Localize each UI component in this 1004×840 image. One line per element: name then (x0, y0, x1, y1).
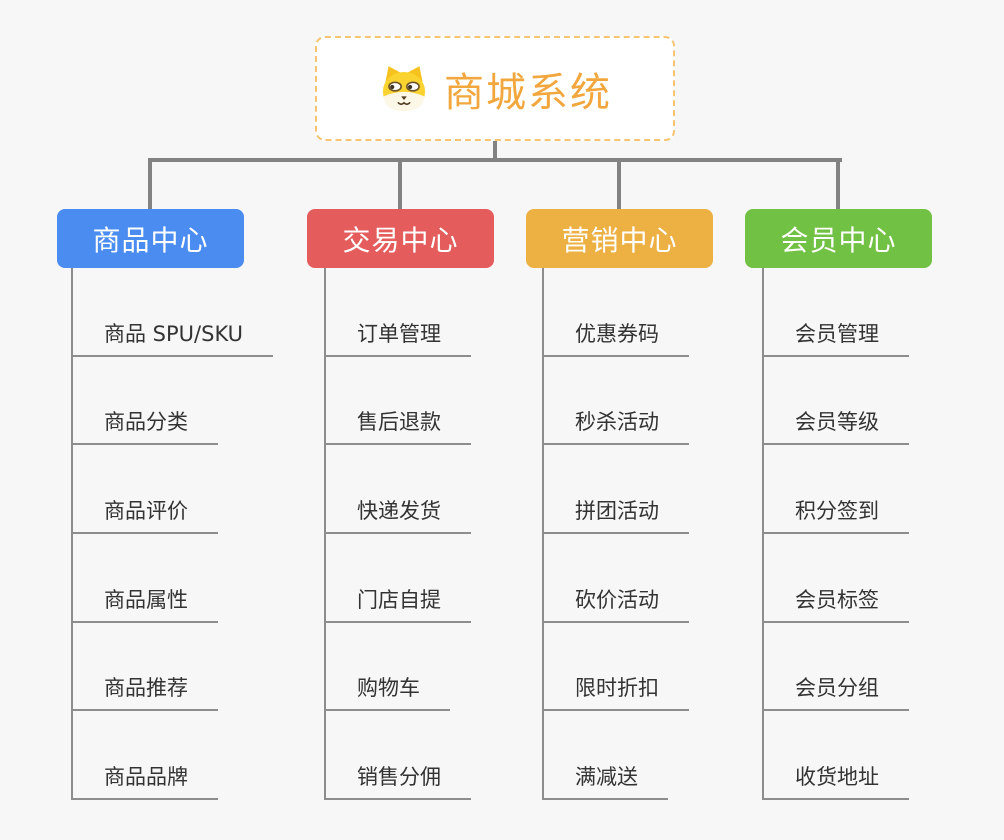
connector-trunk-member (762, 268, 764, 800)
root-node-mall-system[interactable]: 商城系统 (315, 36, 675, 141)
leaf-node-member-level[interactable]: 会员等级 (762, 406, 909, 446)
leaf-column-trade: 订单管理 售后退款 快递发货 门店自提 购物车 销售分佣 (324, 268, 584, 801)
connector-horizontal-spine (148, 158, 842, 162)
leaf-column-member: 会员管理 会员等级 积分签到 会员标签 会员分组 收货地址 (762, 268, 1004, 801)
leaf-node-limited-discount[interactable]: 限时折扣 (542, 672, 689, 712)
connector-drop-trade (398, 158, 402, 210)
connector-trunk-marketing (542, 268, 544, 800)
leaf-node-express-shipping[interactable]: 快递发货 (324, 495, 471, 535)
root-title: 商城系统 (444, 69, 612, 116)
leaf-node-coupon-code[interactable]: 优惠券码 (542, 318, 689, 357)
leaf-node-aftersale-refund[interactable]: 售后退款 (324, 406, 471, 446)
connector-trunk-product (71, 268, 73, 800)
leaf-node-member-group[interactable]: 会员分组 (762, 672, 909, 712)
leaf-node-product-recommend[interactable]: 商品推荐 (71, 672, 218, 712)
connector-root-drop (493, 141, 497, 160)
leaf-node-product-review[interactable]: 商品评价 (71, 495, 218, 535)
leaf-node-product-spu-sku[interactable]: 商品 SPU/SKU (71, 318, 274, 357)
connector-drop-product (148, 158, 152, 210)
dog-face-icon (378, 63, 430, 115)
leaf-column-product: 商品 SPU/SKU 商品分类 商品评价 商品属性 商品推荐 商品品牌 (71, 268, 331, 801)
connector-drop-marketing (617, 158, 621, 210)
leaf-node-sales-commission[interactable]: 销售分佣 (324, 761, 471, 801)
leaf-node-member-tag[interactable]: 会员标签 (762, 584, 909, 623)
branch-label: 营销中心 (561, 223, 678, 257)
leaf-column-marketing: 优惠券码 秒杀活动 拼团活动 砍价活动 限时折扣 满减送 (542, 268, 802, 801)
branch-node-product-center[interactable]: 商品中心 (57, 209, 244, 268)
leaf-node-bargain-activity[interactable]: 砍价活动 (542, 584, 689, 623)
leaf-node-group-buy[interactable]: 拼团活动 (542, 495, 689, 535)
leaf-node-store-pickup[interactable]: 门店自提 (324, 584, 471, 623)
leaf-node-order-management[interactable]: 订单管理 (324, 318, 471, 357)
leaf-node-full-reduction[interactable]: 满减送 (542, 761, 668, 801)
branch-label: 商品中心 (92, 223, 209, 257)
branch-label: 会员中心 (780, 223, 897, 257)
leaf-node-product-category[interactable]: 商品分类 (71, 406, 218, 446)
leaf-node-member-management[interactable]: 会员管理 (762, 318, 909, 357)
leaf-node-points-checkin[interactable]: 积分签到 (762, 495, 909, 535)
connector-trunk-trade (324, 268, 326, 800)
leaf-node-flash-sale[interactable]: 秒杀活动 (542, 406, 689, 446)
connector-drop-member (836, 158, 840, 210)
leaf-node-shipping-address[interactable]: 收货地址 (762, 761, 909, 801)
leaf-node-product-attribute[interactable]: 商品属性 (71, 584, 218, 623)
branch-node-member-center[interactable]: 会员中心 (745, 209, 932, 268)
leaf-node-shopping-cart[interactable]: 购物车 (324, 672, 450, 712)
leaf-node-product-brand[interactable]: 商品品牌 (71, 761, 218, 801)
branch-node-trade-center[interactable]: 交易中心 (307, 209, 494, 268)
branch-node-marketing-center[interactable]: 营销中心 (526, 209, 713, 268)
branch-label: 交易中心 (342, 223, 459, 257)
